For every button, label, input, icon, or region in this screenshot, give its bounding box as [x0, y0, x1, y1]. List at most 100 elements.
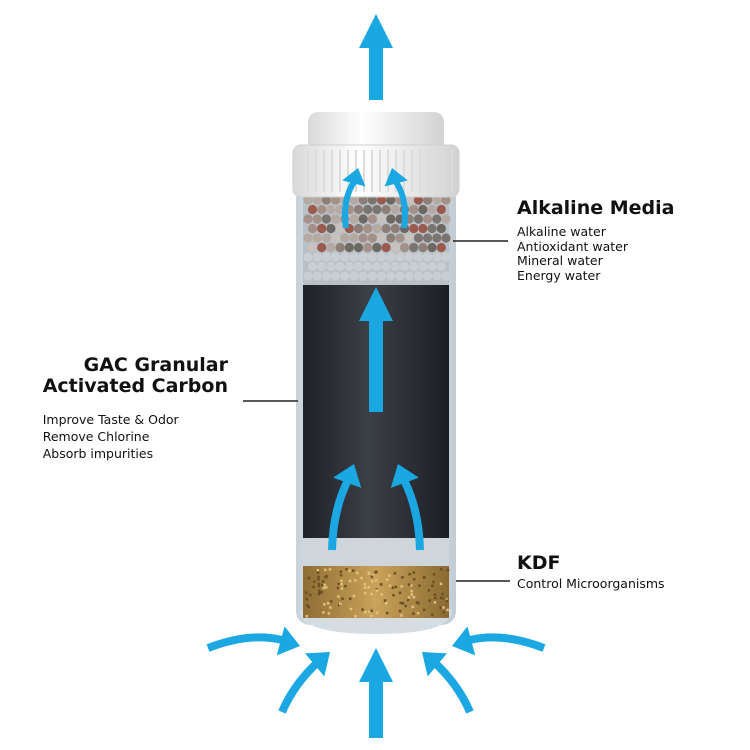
media-ball	[331, 271, 341, 281]
kdf-granule	[336, 586, 340, 590]
media-ball	[413, 214, 423, 224]
kdf-granule	[340, 582, 343, 586]
media-ball	[367, 195, 377, 205]
kdf-granule	[339, 573, 343, 577]
arrow-shaft	[400, 478, 424, 551]
media-ball	[367, 252, 377, 262]
media-ball	[317, 261, 327, 272]
kdf-granule	[427, 589, 431, 592]
arrow-shaft	[328, 478, 352, 551]
kdf-granule	[349, 607, 353, 611]
media-ball	[423, 195, 433, 205]
media-ball	[395, 271, 405, 281]
media-ball	[363, 223, 373, 234]
media-ball	[381, 204, 391, 215]
gac-item: Remove Chlorine	[42, 429, 150, 444]
media-ball	[423, 214, 433, 224]
kdf-granule	[368, 610, 371, 613]
kdf-granule	[345, 568, 348, 571]
inflow-arrow-far-left	[206, 626, 300, 656]
kdf-granule	[445, 599, 449, 603]
media-ball	[404, 271, 414, 281]
media-ball	[317, 204, 327, 215]
kdf-granule	[411, 605, 415, 609]
media-ball	[423, 271, 433, 281]
kdf-granule	[312, 585, 315, 589]
kdf-granule	[322, 611, 325, 614]
kdf-granule	[374, 571, 377, 574]
kdf-granule	[417, 601, 420, 605]
media-ball	[386, 195, 396, 205]
media-ball	[317, 242, 327, 253]
kdf-granule	[354, 614, 357, 618]
kdf-title: KDF	[517, 552, 561, 574]
kdf-granule	[385, 578, 389, 581]
gac-label: GAC Granular Activated Carbon Improve Ta…	[43, 355, 228, 462]
kdf-granule	[388, 584, 392, 588]
media-ball	[303, 214, 313, 224]
media-ball	[399, 242, 410, 253]
media-ball	[418, 242, 428, 253]
media-ball	[307, 242, 318, 253]
kdf-granule	[432, 580, 435, 584]
kdf-granule	[363, 582, 367, 586]
kdf-granule	[307, 605, 310, 609]
kdf-granule	[433, 601, 437, 604]
kdf-granule	[401, 601, 405, 605]
kdf-granule	[317, 582, 321, 586]
media-ball	[344, 242, 354, 253]
kdf-granule	[341, 597, 344, 601]
arrow-head	[342, 168, 366, 187]
kdf-granule	[433, 593, 437, 596]
kdf-granule	[337, 582, 340, 585]
arrow-head	[422, 652, 447, 677]
kdf-granule	[367, 586, 370, 589]
media-ball	[386, 233, 396, 243]
media-ball	[344, 261, 354, 272]
arrow-head	[390, 464, 419, 488]
kdf-granule	[375, 611, 379, 615]
kdf-granule	[439, 582, 443, 586]
kdf-granule	[446, 568, 450, 572]
kdf-granule	[370, 575, 374, 579]
inflow-arrow-right	[422, 652, 474, 714]
media-ball	[386, 214, 396, 224]
kdf-granule	[326, 601, 330, 605]
cap-ring	[292, 144, 460, 198]
media-ball	[427, 223, 437, 234]
media-ball	[349, 214, 359, 224]
media-ball	[307, 204, 318, 215]
alkaline-media-label: Alkaline Media Alkaline water Antioxidan…	[517, 198, 674, 283]
kdf-granule	[391, 586, 395, 589]
media-ball	[381, 223, 391, 234]
kdf-granule	[322, 586, 326, 590]
media-ball	[413, 195, 423, 205]
inflow-arrow-center	[359, 648, 393, 738]
media-ball	[409, 204, 419, 215]
kdf-granule	[412, 612, 415, 615]
kdf-granule	[385, 601, 388, 605]
media-ball	[390, 204, 400, 215]
kdf-granule	[401, 576, 404, 579]
kdf-granule	[379, 583, 383, 586]
kdf-layer	[303, 566, 449, 618]
media-ball	[335, 261, 345, 272]
kdf-granule	[412, 595, 416, 599]
media-ball	[423, 252, 433, 262]
media-ball	[395, 233, 405, 243]
kdf-granule	[393, 572, 397, 575]
media-ball	[349, 271, 359, 281]
alkaline-media-title: Alkaline Media	[517, 197, 675, 219]
media-ball	[386, 252, 396, 262]
media-ball	[386, 271, 396, 281]
kdf-granule	[428, 599, 431, 602]
cap-ribs	[299, 150, 453, 192]
media-ball	[331, 195, 341, 205]
kdf-granule	[352, 594, 356, 598]
kdf-granule	[441, 592, 444, 596]
kdf-granule	[385, 611, 389, 615]
arrow-head	[276, 626, 300, 656]
media-ball	[436, 261, 446, 272]
media-ball	[413, 233, 423, 243]
